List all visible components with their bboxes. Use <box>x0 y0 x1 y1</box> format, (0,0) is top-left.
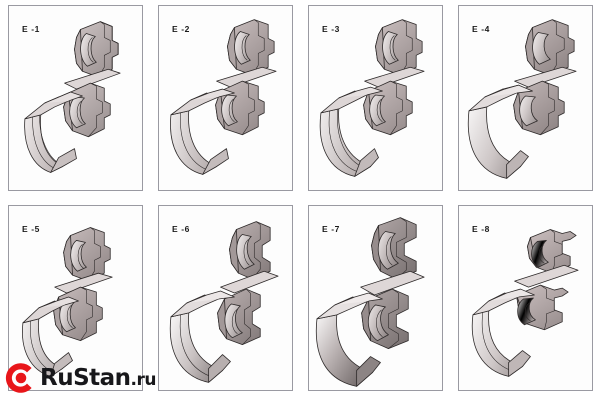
figure-panel-e-6[interactable]: E -6 <box>158 205 293 391</box>
die-profile-illustration <box>159 6 292 190</box>
panel-label: E -5 <box>22 224 40 234</box>
figure-panel-e-5[interactable]: E -5 <box>8 205 143 391</box>
die-profile-illustration <box>459 206 592 390</box>
figure-panel-e-4[interactable]: E -4 <box>458 5 593 191</box>
panel-label: E -1 <box>22 24 40 34</box>
figure-panel-e-7[interactable]: E -7 <box>308 205 443 391</box>
figure-panel-e-3[interactable]: E -3 <box>308 5 443 191</box>
die-profile-illustration <box>9 206 142 390</box>
figure-panel-e-2[interactable]: E -2 <box>158 5 293 191</box>
panel-label: E -4 <box>472 24 490 34</box>
panel-label: E -6 <box>172 224 190 234</box>
panel-label: E -3 <box>322 24 340 34</box>
die-profile-illustration <box>159 206 292 390</box>
panel-label: E -8 <box>472 224 490 234</box>
die-profile-illustration <box>309 6 442 190</box>
die-profile-illustration <box>459 6 592 190</box>
die-profile-illustration <box>9 6 142 190</box>
die-profile-illustration <box>309 206 442 390</box>
figure-panel-e-1[interactable]: E -1 <box>8 5 143 191</box>
panel-label: E -7 <box>322 224 340 234</box>
figure-panel-e-8[interactable]: E -8 <box>458 205 593 391</box>
panel-label: E -2 <box>172 24 190 34</box>
